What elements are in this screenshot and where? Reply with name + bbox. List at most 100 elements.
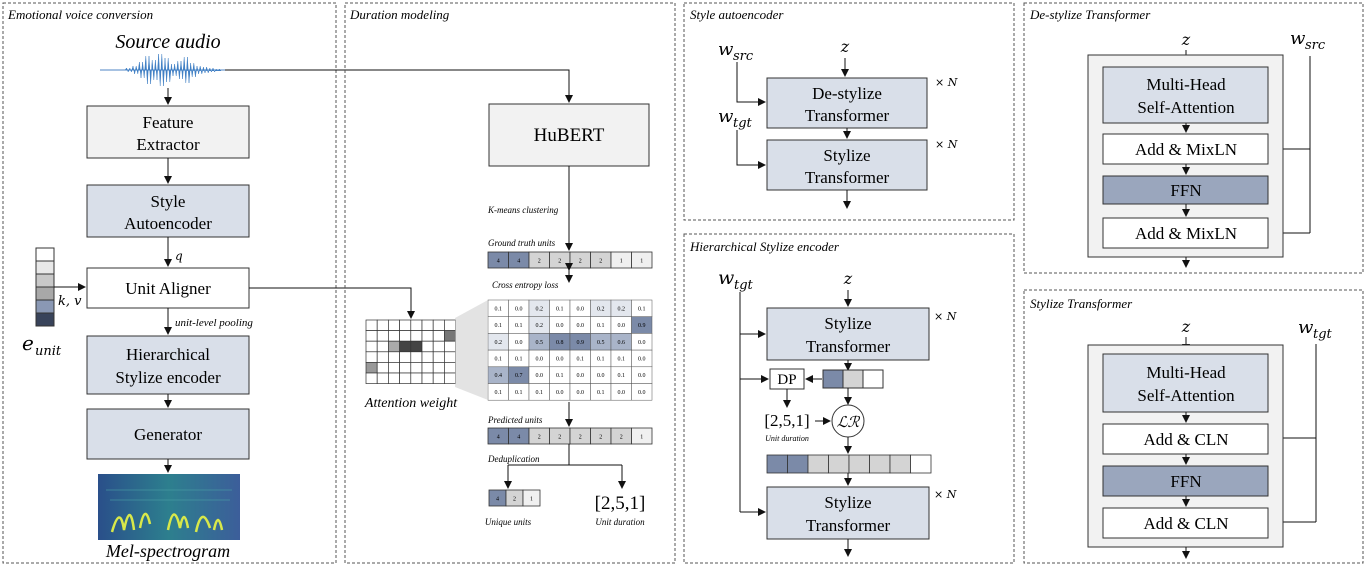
matrix-value: 0.5 <box>536 340 544 346</box>
matrix-cell: 0.0 <box>590 366 612 384</box>
grid-cell <box>410 362 423 374</box>
matrix-value: 0.0 <box>577 390 585 396</box>
e-unit-embedding <box>35 247 55 327</box>
w-src-subscript: src <box>1305 38 1326 53</box>
matrix-cell: 0.2 <box>528 316 550 334</box>
matrix-cell: 0.0 <box>549 383 571 401</box>
matrix-value: 0.1 <box>556 306 564 312</box>
zoom-projection <box>455 300 488 400</box>
token-cell <box>869 454 891 474</box>
unit-value: 2 <box>579 435 582 441</box>
unit-value: 1 <box>640 259 643 265</box>
mhsa-box: Multi-Head Self-Attention <box>1102 353 1269 413</box>
unit-cell: 2 <box>528 251 550 269</box>
matrix-cell: 0.1 <box>590 349 612 368</box>
matrix-value: 0.1 <box>495 306 503 312</box>
grid-cell <box>444 330 456 342</box>
grid-cell <box>432 362 445 374</box>
duration-value: [2,5,1] <box>595 493 646 514</box>
grid-cell <box>376 340 389 353</box>
grid-cell <box>365 362 378 374</box>
unit-cell: 2 <box>549 251 571 269</box>
matrix-value: 0.6 <box>618 340 626 346</box>
matrix-value: 0.1 <box>495 356 503 362</box>
grid-cell <box>365 372 378 384</box>
matrix-cell: 0.1 <box>569 349 591 368</box>
svg-text:× N: × N <box>935 138 958 151</box>
svg-text:Add & MixLN: Add & MixLN <box>1135 140 1237 159</box>
unit-cell: 1 <box>631 427 653 445</box>
svg-text:Transformer: Transformer <box>805 106 890 125</box>
hierarchical-stylize-encoder-box: Hierarchical Stylize encoder <box>86 335 250 395</box>
matrix-value: 0.0 <box>556 356 564 362</box>
matrix-value: 0.1 <box>597 390 605 396</box>
grid-cell <box>444 319 456 331</box>
svg-text:DP: DP <box>777 372 796 388</box>
matrix-cell: 0.1 <box>487 316 509 334</box>
unit-cell: 2 <box>528 427 550 445</box>
svg-text:Multi-Head: Multi-Head <box>1146 363 1226 382</box>
matrix-value: 0.2 <box>597 306 605 312</box>
svg-text:Self-Attention: Self-Attention <box>1137 98 1235 117</box>
unit-cell: 2 <box>590 251 612 269</box>
unit-cell: 1 <box>610 251 632 269</box>
mel-spectrogram-image <box>98 474 240 540</box>
grid-cell <box>376 372 389 384</box>
svg-text:× N: × N <box>934 488 957 501</box>
audio-to-hubert-arrow <box>225 69 573 103</box>
matrix-cell: 0.1 <box>508 349 530 368</box>
matrix-cell: 0.0 <box>631 349 653 368</box>
matrix-cell: 0.1 <box>508 316 530 334</box>
matrix-value: 0.0 <box>577 306 585 312</box>
unit-cell: 2 <box>610 427 632 445</box>
feature-extractor-box: Feature Extractor <box>86 105 250 159</box>
matrix-cell: 0.1 <box>487 299 509 317</box>
grid-cell <box>410 330 423 342</box>
unit-cell: 2 <box>569 427 591 445</box>
kmeans-label: K-means clustering <box>487 205 559 215</box>
matrix-value: 0.1 <box>577 356 585 362</box>
matrix-cell: 0.2 <box>590 299 612 317</box>
matrix-cell: 0.0 <box>631 333 653 351</box>
matrix-value: 0.1 <box>495 390 503 396</box>
matrix-value: 0.2 <box>536 323 544 329</box>
svg-text:Stylize: Stylize <box>824 493 871 512</box>
panel-title: Hierarchical Stylize encoder <box>689 239 840 254</box>
unit-value: 4 <box>496 497 499 503</box>
matrix-cell: 0.1 <box>590 383 612 401</box>
matrix-value: 0.0 <box>618 390 626 396</box>
unit-cell: 1 <box>522 489 541 507</box>
add-cln-box-2: Add & CLN <box>1102 507 1269 539</box>
grid-cell <box>365 340 378 353</box>
svg-text:Unit Aligner: Unit Aligner <box>125 279 211 298</box>
grid-cell <box>432 330 445 342</box>
dp-box: DP <box>769 368 805 390</box>
grid-cell <box>376 330 389 342</box>
grid-cell <box>421 340 434 353</box>
grid-cell <box>410 340 423 353</box>
hubert-box: HuBERT <box>488 103 650 167</box>
matrix-value: 0.2 <box>536 306 544 312</box>
matrix-value: 0.9 <box>638 323 646 329</box>
unit-value: 2 <box>558 435 561 441</box>
grid-cell <box>388 372 400 384</box>
gt-units-label: Ground truth units <box>488 238 556 248</box>
matrix-cell: 0.1 <box>528 383 550 401</box>
unit-cell: 4 <box>487 251 509 269</box>
w-tgt-label: w <box>718 106 734 127</box>
unit-value: 2 <box>599 435 602 441</box>
unit-cell: 4 <box>487 427 509 445</box>
grid-cell <box>376 362 389 374</box>
w-src-label: w <box>718 39 734 60</box>
unit-cell: 4 <box>508 251 530 269</box>
svg-text:× N: × N <box>935 76 958 89</box>
e-unit-label: e <box>22 331 34 355</box>
grid-cell <box>432 340 445 353</box>
panel-stylize-transformer: Stylize Transformer z w tgt Multi-Head S… <box>1023 289 1364 564</box>
add-cln-box-1: Add & CLN <box>1102 423 1269 455</box>
matrix-cell: 0.1 <box>487 383 509 401</box>
grid-cell <box>376 319 389 331</box>
grid-cell <box>365 351 378 363</box>
